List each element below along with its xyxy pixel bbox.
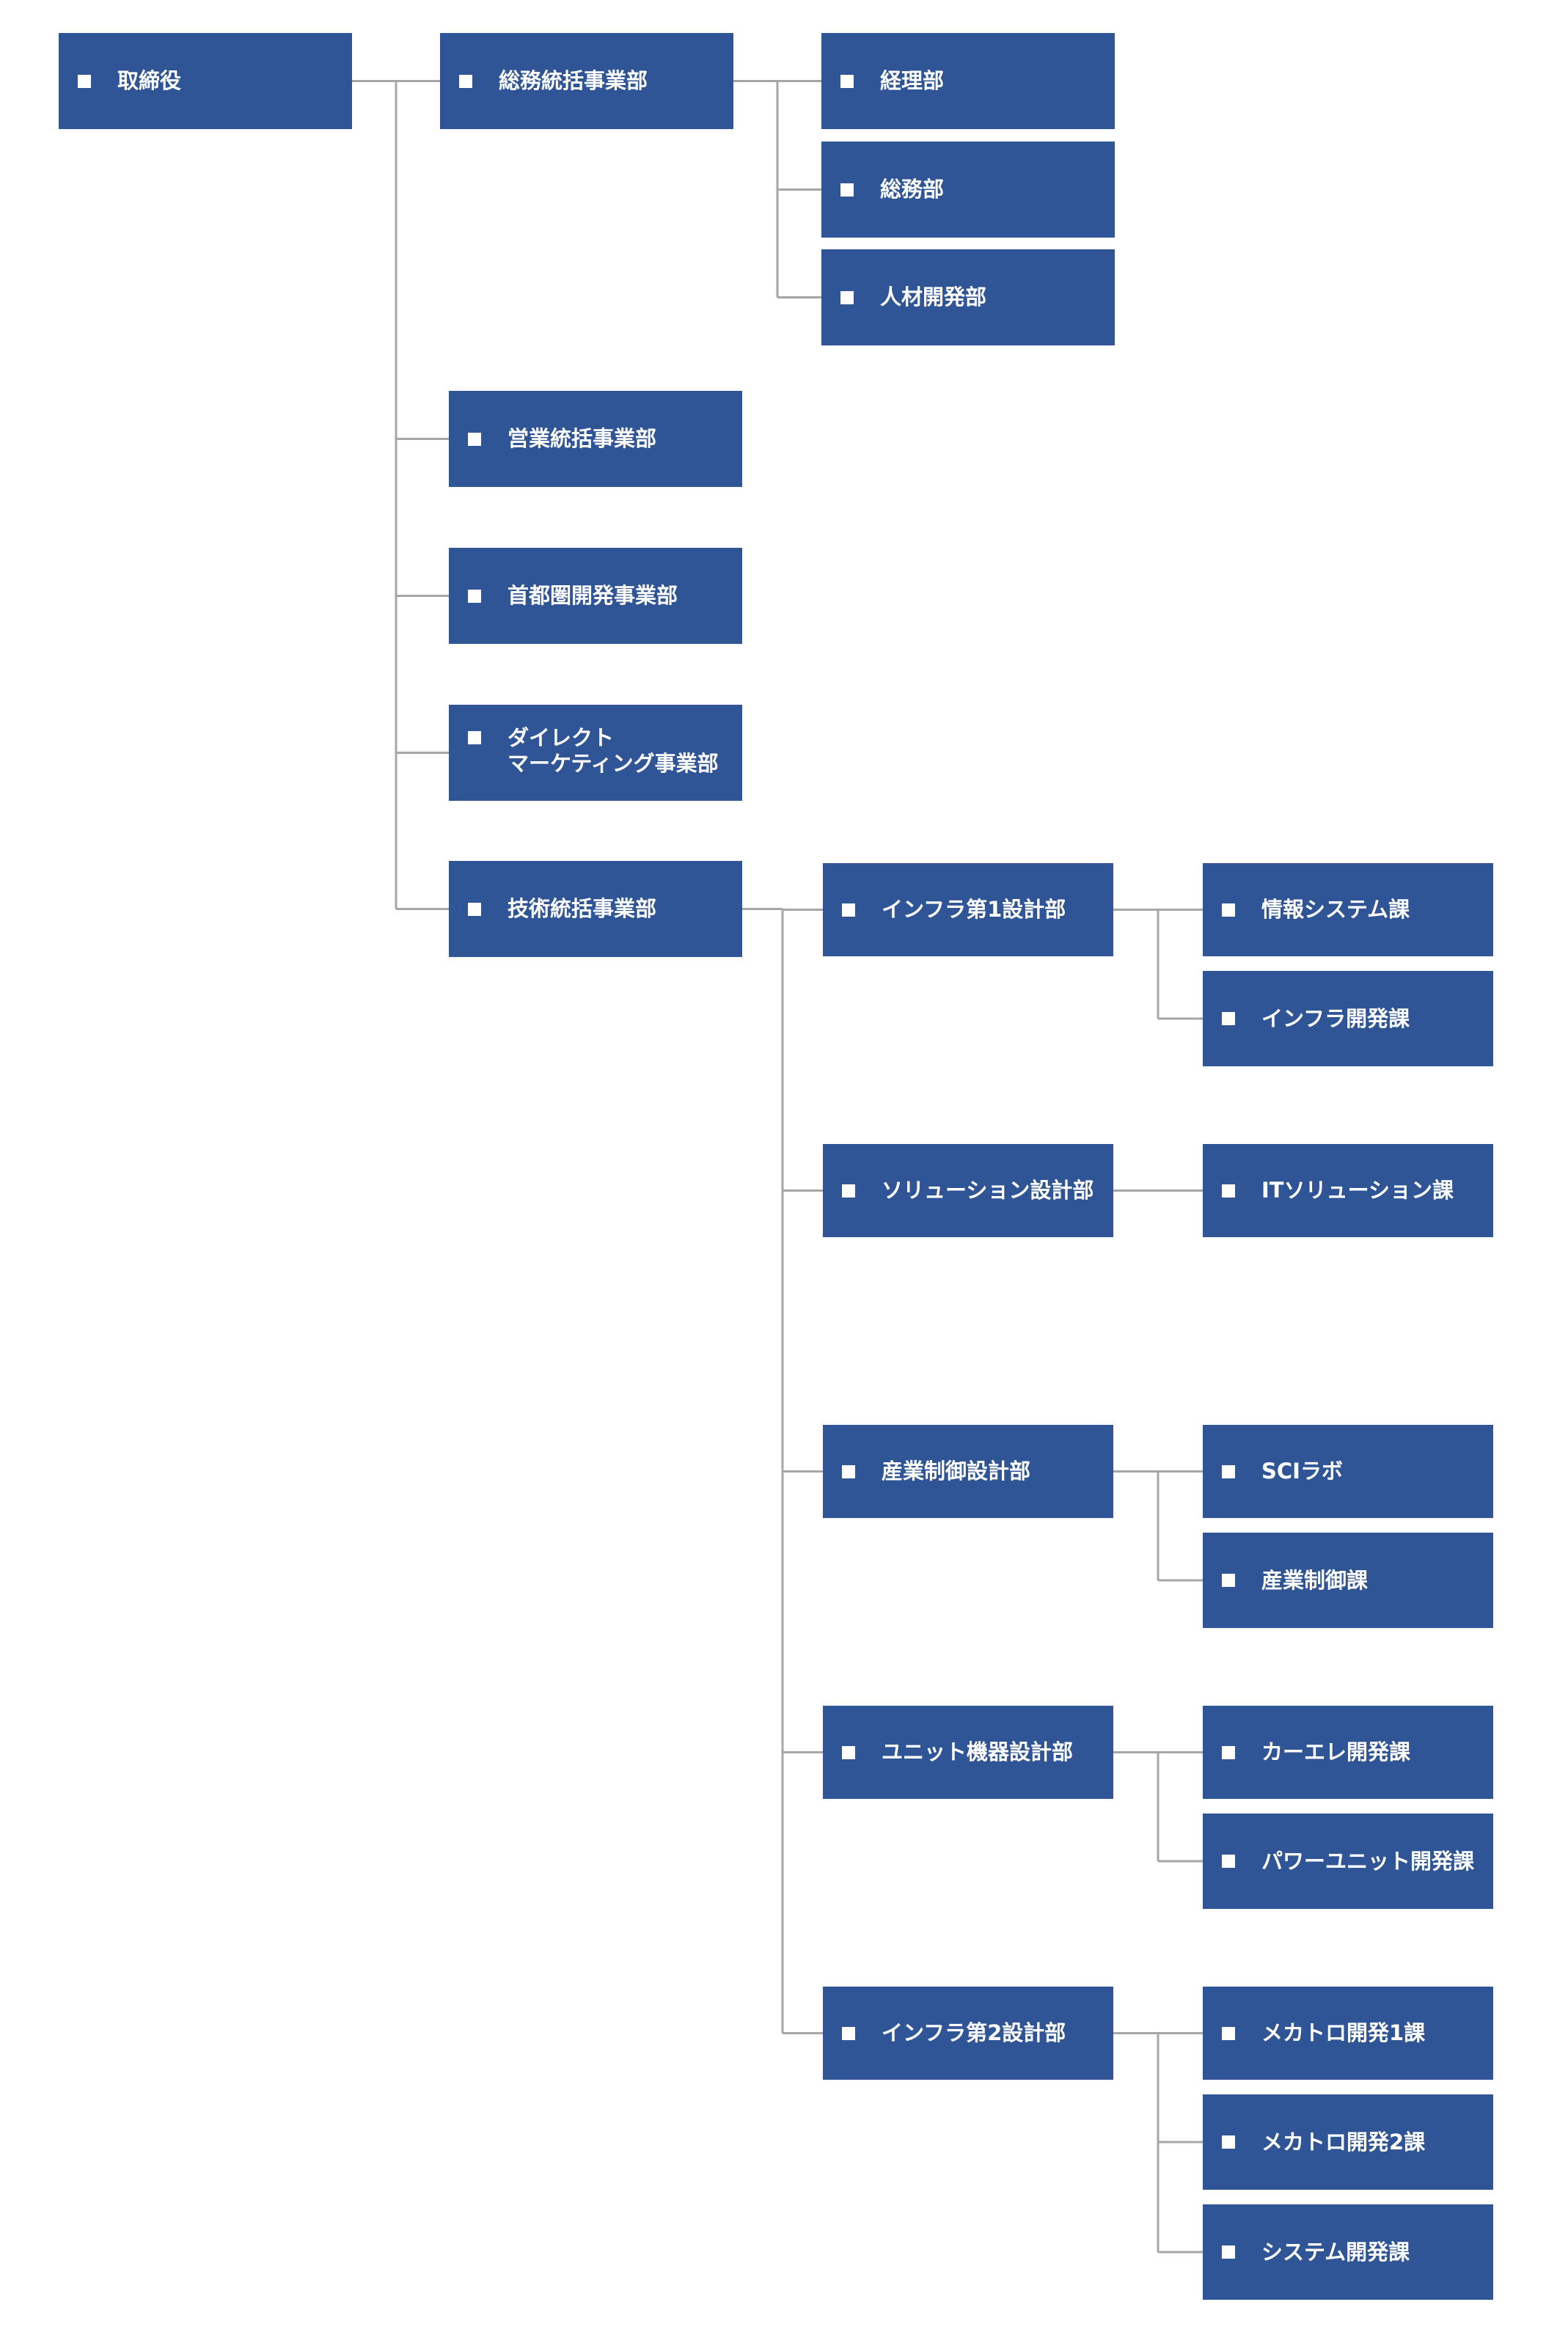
node-label: インフラ開発課 xyxy=(1261,1005,1410,1031)
node-label: 経理部 xyxy=(880,68,945,93)
square-bullet-icon xyxy=(842,1184,855,1198)
node-tech-hq: 技術統括事業部 xyxy=(449,861,742,957)
square-bullet-icon xyxy=(1222,1574,1235,1587)
node-label: 情報システム課 xyxy=(1261,897,1410,922)
square-bullet-icon xyxy=(1222,1012,1235,1025)
node-board: 取締役 xyxy=(59,33,352,129)
node-label: インフラ第2設計部 xyxy=(882,2020,1066,2045)
node-label: 取締役 xyxy=(117,68,182,93)
node-label: パワーユニット開発課 xyxy=(1261,1848,1475,1874)
square-bullet-icon xyxy=(468,432,481,446)
node-infra-design-1: インフラ第1設計部 xyxy=(823,863,1113,956)
square-bullet-icon xyxy=(468,589,481,603)
node-label: 産業制御設計部 xyxy=(882,1459,1031,1484)
node-label: 総務部 xyxy=(880,177,945,202)
node-label: ダイレクト マーケティング事業部 xyxy=(508,725,719,776)
node-car-electronics-section: カーエレ開発課 xyxy=(1203,1706,1493,1799)
node-label: インフラ第1設計部 xyxy=(882,897,1066,922)
node-unit-equipment-design: ユニット機器設計部 xyxy=(823,1706,1113,1799)
square-bullet-icon xyxy=(842,1745,855,1759)
node-system-dev-section: システム開発課 xyxy=(1203,2204,1493,2300)
node-label: 総務統括事業部 xyxy=(499,68,648,93)
node-industrial-control-design: 産業制御設計部 xyxy=(823,1425,1113,1518)
square-bullet-icon xyxy=(1222,903,1235,917)
node-direct-marketing-hq: ダイレクト マーケティング事業部 xyxy=(449,705,742,801)
node-label: メカトロ開発1課 xyxy=(1261,2020,1426,2045)
node-industrial-control-section: 産業制御課 xyxy=(1203,1533,1493,1628)
node-label: ITソリューション課 xyxy=(1261,1178,1454,1203)
square-bullet-icon xyxy=(459,74,472,88)
node-general-affairs: 総務部 xyxy=(821,142,1115,238)
square-bullet-icon xyxy=(842,2026,855,2040)
node-infra-dev-section: インフラ開発課 xyxy=(1203,971,1493,1066)
node-it-solution-section: ITソリューション課 xyxy=(1203,1144,1493,1237)
node-label: 営業統括事業部 xyxy=(508,426,657,451)
node-hr-development: 人材開発部 xyxy=(821,249,1115,345)
node-label: カーエレ開発課 xyxy=(1261,1739,1411,1764)
square-bullet-icon xyxy=(468,902,481,916)
node-metro-dev-hq: 首都圏開発事業部 xyxy=(449,548,742,644)
node-label: 産業制御課 xyxy=(1261,1567,1369,1593)
node-mechatronics-2-section: メカトロ開発2課 xyxy=(1203,2094,1493,2190)
node-mechatronics-1-section: メカトロ開発1課 xyxy=(1203,1987,1493,2080)
node-label: メカトロ開発2課 xyxy=(1261,2129,1426,2155)
node-sales-hq: 営業統括事業部 xyxy=(449,391,742,487)
node-info-system-section: 情報システム課 xyxy=(1203,863,1493,956)
square-bullet-icon xyxy=(1222,2245,1235,2259)
node-power-unit-section: パワーユニット開発課 xyxy=(1203,1814,1493,1909)
node-label: ユニット機器設計部 xyxy=(882,1739,1074,1764)
node-infra-design-2: インフラ第2設計部 xyxy=(823,1987,1113,2080)
square-bullet-icon xyxy=(842,1464,855,1478)
node-label: 技術統括事業部 xyxy=(508,896,657,921)
square-bullet-icon xyxy=(840,74,854,88)
square-bullet-icon xyxy=(1222,1745,1235,1759)
square-bullet-icon xyxy=(840,183,854,197)
square-bullet-icon xyxy=(840,290,854,304)
node-solution-design: ソリューション設計部 xyxy=(823,1144,1113,1237)
node-general-affairs-hq: 総務統括事業部 xyxy=(440,33,733,129)
node-accounting: 経理部 xyxy=(821,33,1115,129)
square-bullet-icon xyxy=(842,903,855,917)
node-label: 首都圏開発事業部 xyxy=(508,583,678,608)
square-bullet-icon xyxy=(78,74,91,88)
node-label: ソリューション設計部 xyxy=(882,1178,1094,1203)
node-sci-lab: SCIラボ xyxy=(1203,1425,1493,1518)
node-label: システム開発課 xyxy=(1261,2239,1410,2265)
square-bullet-icon xyxy=(1222,1855,1235,1868)
square-bullet-icon xyxy=(1222,2026,1235,2040)
node-label: 人材開発部 xyxy=(880,285,987,309)
square-bullet-icon xyxy=(1222,2135,1235,2149)
node-label: SCIラボ xyxy=(1261,1459,1343,1484)
square-bullet-icon xyxy=(1222,1464,1235,1478)
square-bullet-icon xyxy=(468,731,481,744)
square-bullet-icon xyxy=(1222,1184,1235,1198)
